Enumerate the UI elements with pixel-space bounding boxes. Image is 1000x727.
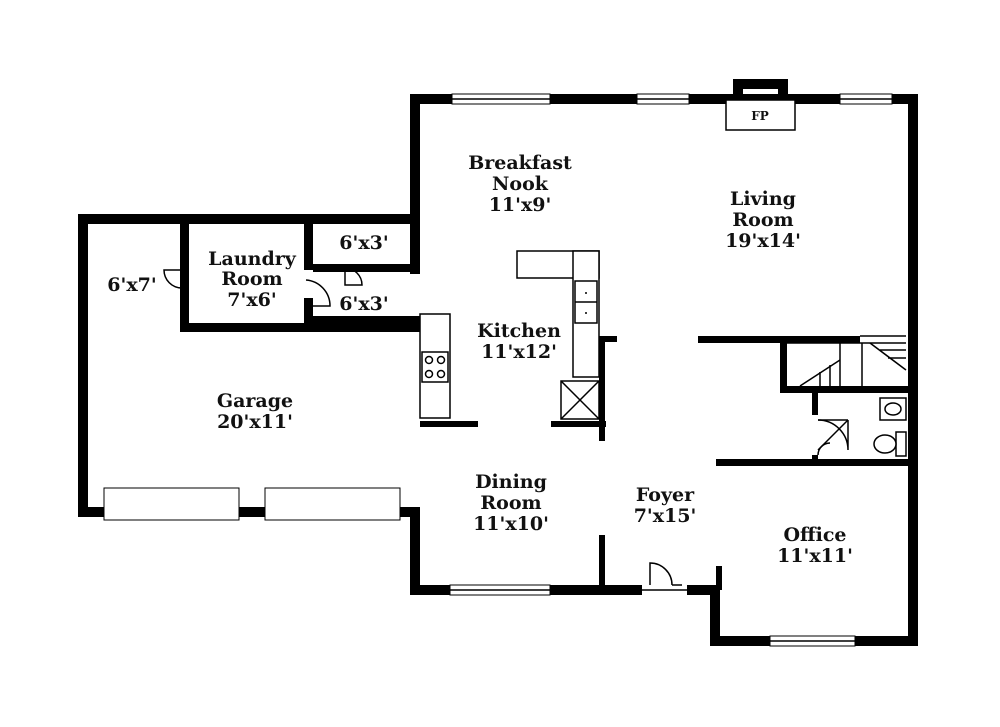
stove [421, 351, 449, 383]
office-name: Office [783, 524, 846, 546]
closet-upper-size: 6'x3' [339, 232, 388, 254]
breakfast-nook-size: 11'x9' [489, 194, 552, 216]
door-garage-closet [163, 269, 183, 289]
front-door [649, 562, 673, 586]
fixtures [419, 250, 907, 457]
laundry-room-name-2: Room [221, 268, 282, 290]
kitchen-size: 11'x12' [481, 341, 557, 363]
toilet [873, 431, 907, 457]
fireplace: FP [725, 99, 796, 131]
foyer-size: 7'x15' [634, 505, 697, 527]
laundry-room-name-1: Laundry [208, 248, 297, 270]
dining-room-name-2: Room [480, 492, 541, 514]
stairs [787, 335, 907, 387]
fireplace-label: FP [751, 109, 769, 123]
office-size: 11'x11' [777, 545, 853, 567]
garage-door-left [103, 487, 240, 521]
door-laundry [305, 279, 331, 307]
breakfast-nook-name-1: Breakfast [468, 152, 572, 174]
doors [163, 267, 849, 586]
laundry-room-size: 7'x6' [227, 289, 276, 311]
kitchen-name: Kitchen [477, 320, 561, 342]
living-room-size: 19'x14' [725, 230, 801, 252]
garage-size: 20'x11' [217, 411, 293, 433]
closet-lower-size: 6'x3' [339, 293, 388, 315]
garage-door-right [264, 487, 401, 521]
windows [103, 93, 893, 647]
dining-room-name-1: Dining [475, 471, 547, 493]
garage-name: Garage [217, 390, 293, 412]
living-room-name-1: Living [730, 188, 796, 210]
breakfast-nook-name-2: Nook [492, 173, 549, 195]
room-labels: Breakfast Nook 11'x9' Living Room 19'x14… [107, 152, 853, 567]
dining-room-size: 11'x10' [473, 513, 549, 535]
interior-walls [180, 224, 912, 590]
door-closet-lower [344, 267, 363, 286]
closet-garage-size: 6'x7' [107, 274, 156, 296]
living-room-name-2: Room [732, 209, 793, 231]
bath-sink [879, 397, 907, 421]
foyer-name: Foyer [636, 484, 695, 506]
